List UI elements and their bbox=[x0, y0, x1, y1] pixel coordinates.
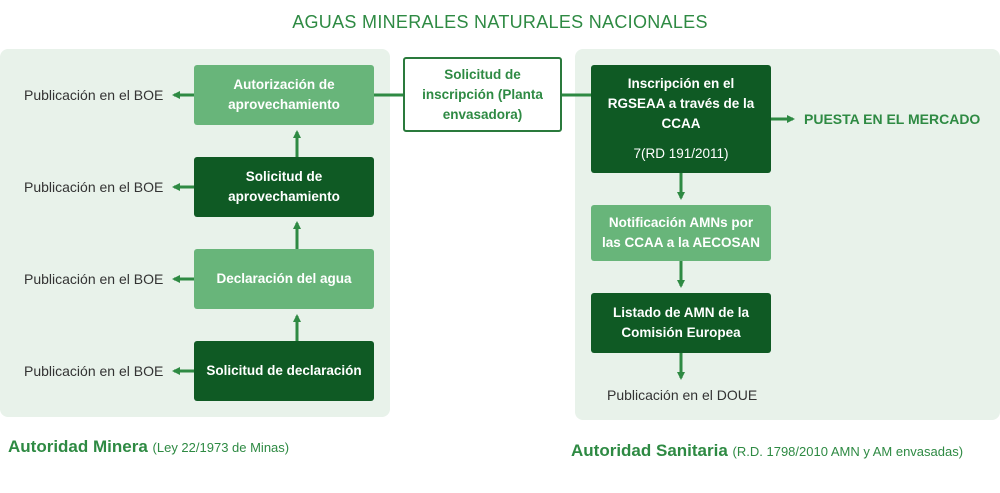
publicacion-boe-3: Publicación en el BOE bbox=[24, 271, 164, 287]
listado-amn-box: Listado de AMN de la Comisión Europea bbox=[591, 293, 771, 353]
puesta-en-mercado-label: PUESTA EN EL MERCADO bbox=[804, 111, 981, 127]
inscripcion-rgseaa-box: Inscripción en el RGSEAA a través de la … bbox=[591, 65, 771, 173]
autoridad-sanitaria-sublabel: (R.D. 1798/2010 AMN y AM envasadas) bbox=[732, 444, 964, 459]
publicacion-boe-1: Publicación en el BOE bbox=[24, 87, 164, 103]
inscripcion-rgseaa-text: Inscripción en el RGSEAA a través de la … bbox=[607, 76, 755, 131]
publicacion-doue: Publicación en el DOUE bbox=[607, 387, 758, 403]
autoridad-sanitaria-label: Autoridad Sanitaria (R.D. 1798/2010 AMN … bbox=[571, 441, 963, 461]
inscripcion-rgseaa-ref: 7(RD 191/2011) bbox=[633, 146, 729, 161]
solicitud-inscripcion-box: Solicitud de inscripción (Planta envasad… bbox=[403, 57, 562, 132]
solicitud-declaracion-box: Solicitud de declaración bbox=[194, 341, 374, 401]
autoridad-sanitaria-title: Autoridad Sanitaria bbox=[571, 441, 728, 460]
publicacion-boe-2: Publicación en el BOE bbox=[24, 179, 164, 195]
autorizacion-aprovechamiento-box: Autorización de aprovechamiento bbox=[194, 65, 374, 125]
autoridad-minera-title: Autoridad Minera bbox=[8, 437, 148, 456]
notificacion-amn-box: Notificación AMNs por las CCAA a la AECO… bbox=[591, 205, 771, 261]
solicitud-aprovechamiento-box: Solicitud de aprovechamiento bbox=[194, 157, 374, 217]
declaracion-agua-box: Declaración del agua bbox=[194, 249, 374, 309]
diagram-title: AGUAS MINERALES NATURALES NACIONALES bbox=[292, 12, 708, 32]
publicacion-boe-4: Publicación en el BOE bbox=[24, 363, 164, 379]
autoridad-minera-label: Autoridad Minera (Ley 22/1973 de Minas) bbox=[8, 437, 289, 457]
autoridad-minera-sublabel: (Ley 22/1973 de Minas) bbox=[152, 440, 290, 455]
